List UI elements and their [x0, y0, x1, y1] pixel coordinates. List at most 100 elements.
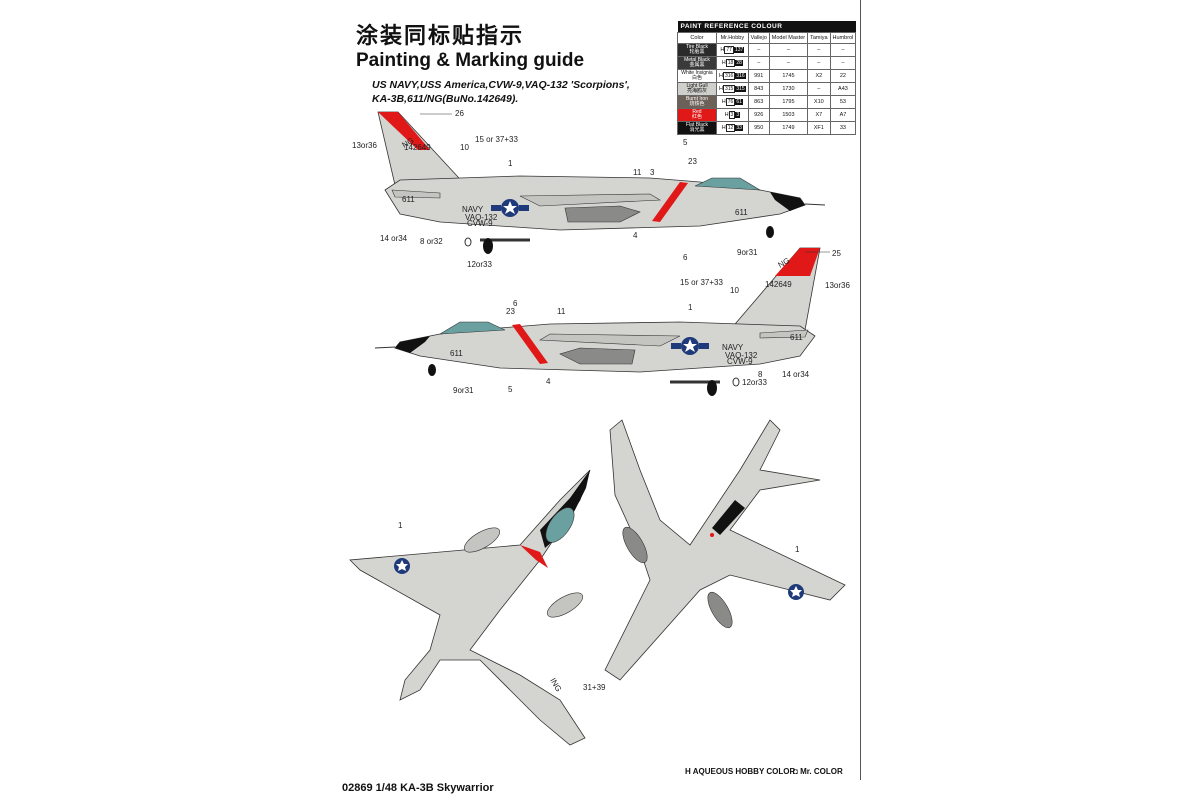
paint-table-caption: PAINT REFERENCE COLOUR	[677, 21, 856, 33]
m-code: 33	[735, 125, 743, 131]
callout-8-lower: 8	[758, 370, 763, 379]
paint-name-cn: 金属黑	[689, 62, 705, 68]
subtitle-line-2: KA-3B,611/NG(BuNo.142649).	[372, 93, 519, 105]
h-code: 77	[724, 46, 734, 54]
paint-name: White Insignia	[681, 70, 713, 76]
callout-3: 3	[650, 168, 655, 177]
callout-12or33-lower: 12or33	[742, 378, 767, 387]
h-code: 315	[722, 85, 736, 93]
paint-name-cn: 红色	[691, 114, 702, 120]
m-code: 3	[735, 112, 741, 118]
h-code: 12	[725, 124, 736, 132]
wing-lower: CVW-9	[727, 357, 753, 366]
callout-14or34-lower: 14 or34	[782, 370, 810, 379]
callout-10: 10	[460, 143, 469, 152]
paint-name-cn: 消光黑	[689, 127, 705, 133]
callout-26: 26	[455, 109, 464, 118]
m-code: 28	[735, 60, 743, 66]
navy-lower: NAVY	[722, 343, 744, 352]
modex-upper: 611	[735, 208, 748, 217]
legend-m-symbol: ◘	[793, 767, 798, 776]
paint-name: Burnt Iron	[686, 96, 708, 102]
callout-31-39: 31+39	[583, 683, 606, 692]
h-prefix: H	[719, 86, 723, 92]
callout-8or32: 8 or32	[420, 237, 443, 246]
m-code: 137	[733, 47, 745, 53]
callout-15or37-lower: 15 or 37+33	[680, 278, 723, 287]
callout-11-lower: 11	[557, 307, 566, 316]
callout-1-upper: 1	[508, 159, 513, 168]
callout-5-lower: 5	[508, 385, 513, 394]
h-prefix: H	[720, 47, 725, 53]
callout-13or36: 13or36	[352, 141, 377, 150]
paint-name-cn: 轮胎黑	[689, 49, 705, 55]
squadron-lower: VAQ-132	[725, 351, 758, 360]
side-view-upper: NG 142649 611 NAVY VAQ-132 CVW-9 611 26 …	[352, 109, 826, 269]
navy-upper: NAVY	[462, 205, 484, 214]
paint-name: Tire Black	[685, 44, 709, 50]
callout-14or34: 14 or34	[380, 234, 408, 243]
h-code: 3	[728, 111, 736, 119]
side-view-lower: NG 142649 611 NAVY VAQ-132 CVW-9 611 25 …	[374, 247, 850, 396]
wing-upper: CVW-9	[467, 219, 493, 228]
h-prefix: H	[721, 99, 726, 105]
subtitle-line-1: US NAVY,USS America,CVW-9,VAQ-132 'Scorp…	[372, 79, 630, 91]
m-code: 315	[735, 86, 746, 92]
h-prefix: H	[724, 112, 729, 118]
paint-reference-table: PAINT REFERENCE COLOUR Color Mr.Hobby Va…	[677, 21, 857, 135]
paint-mm-code: 1749	[768, 121, 809, 135]
ing-marking: ING	[548, 677, 563, 694]
h-code: 316	[722, 72, 736, 80]
callout-23: 23	[688, 157, 697, 166]
m-code: 61	[735, 99, 743, 105]
footer-code: 02869 1/48 KA-3B Skywarrior	[342, 782, 494, 794]
callout-9or31: 9or31	[737, 248, 758, 257]
callout-23-lower: 23	[506, 307, 515, 316]
callout-6: 6	[683, 253, 688, 262]
callout-1-lower: 1	[688, 303, 693, 312]
modex-tail-upper: 611	[402, 195, 415, 204]
legend-h-prefix: H	[685, 767, 691, 776]
h-code: 18	[725, 59, 736, 67]
callout-15or37: 15 or 37+33	[475, 135, 518, 144]
callout-9or31-lower: 9or31	[453, 386, 474, 395]
h-prefix: H	[719, 73, 723, 79]
sheet-frame	[340, 0, 861, 780]
paint-name-cn: 烧铁色	[689, 101, 705, 107]
paint-name: Red	[692, 109, 702, 115]
callout-5: 5	[683, 138, 688, 147]
callout-10-lower: 10	[730, 286, 739, 295]
callout-6-lower: 6	[513, 299, 518, 308]
legend-aqueous: H AQUEOUS HOBBY COLOR	[685, 767, 795, 776]
plan-view-bottom: 1	[604, 419, 846, 681]
paint-humbrol-code: 33	[829, 121, 857, 135]
title-chinese: 涂装同标贴指示	[356, 24, 525, 49]
paint-name-cn: 白色	[691, 75, 702, 81]
callout-11: 11	[633, 168, 642, 177]
callout-25: 25	[832, 249, 841, 258]
buno-upper: 142649	[404, 143, 431, 152]
m-code: 316	[735, 73, 746, 79]
modex-lower: 611	[450, 349, 463, 358]
callout-1-plan-right: 1	[795, 545, 800, 554]
callout-12or33: 12or33	[467, 260, 492, 269]
callout-13or36-lower: 13or36	[825, 281, 850, 290]
paint-tamiya-code: XF1	[807, 121, 831, 135]
subtitle: US NAVY,USS America,CVW-9,VAQ-132 'Scorp…	[372, 78, 630, 106]
legend-mr: ◘ Mr. COLOR	[793, 767, 843, 776]
h-prefix: H	[721, 125, 726, 131]
paint-name: Light Gull	[686, 83, 708, 89]
title-english: Painting & Marking guide	[356, 50, 585, 71]
